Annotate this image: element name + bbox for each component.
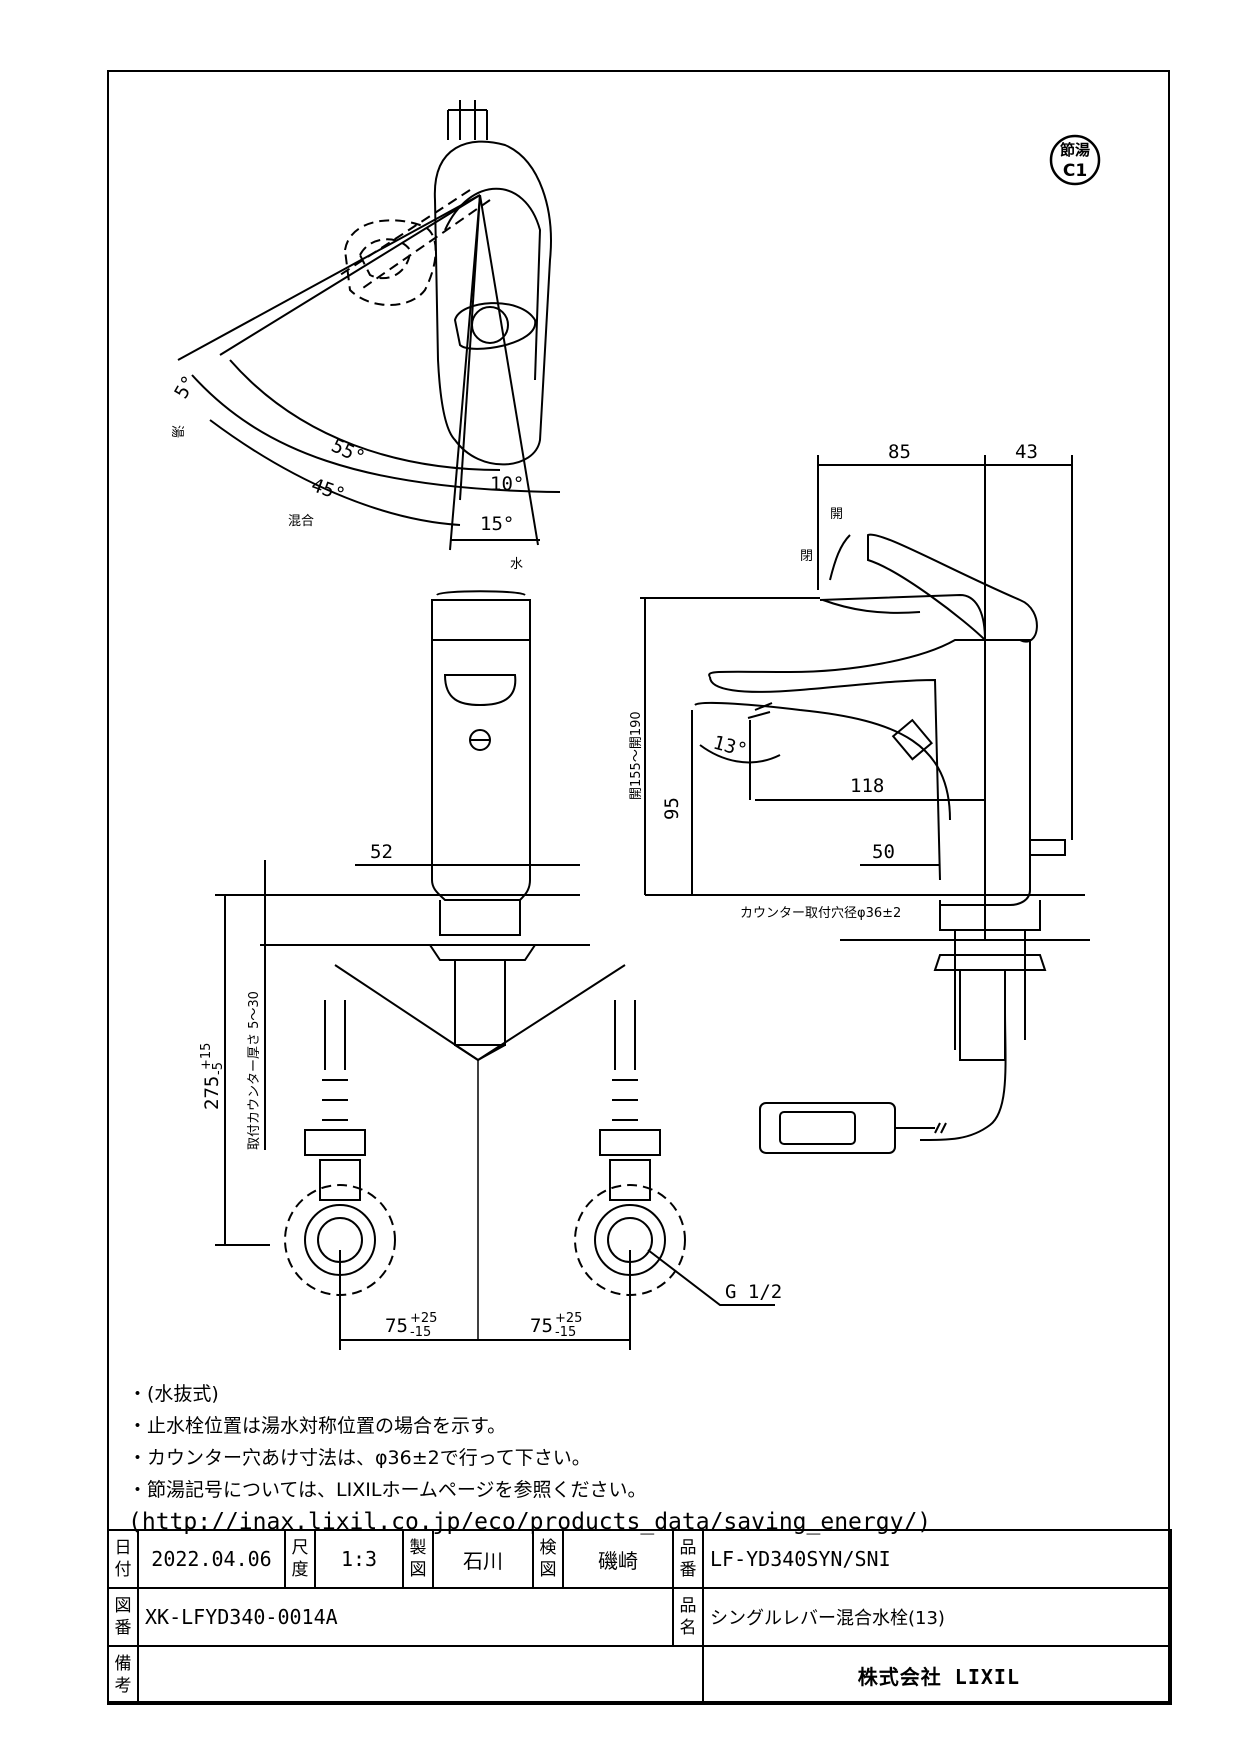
svg-text:95: 95 xyxy=(661,797,683,820)
title-block: 日付 2022.04.06 尺度 1:3 製図 石川 検図 磯崎 品番 LF-Y… xyxy=(107,1529,1172,1705)
svg-text:G 1/2: G 1/2 xyxy=(725,1281,782,1303)
svg-text:-15: -15 xyxy=(410,1325,431,1340)
part-no-value: LF-YD340SYN/SNI xyxy=(702,1529,1172,1589)
drawing-no-value: XK-LFYD340-0014A xyxy=(137,1587,674,1647)
svg-text:13°: 13° xyxy=(711,732,750,762)
date-value: 2022.04.06 xyxy=(137,1529,286,1589)
top-view: 5° 55° 45° 10° 15° 湯 混合 水 xyxy=(169,100,561,572)
svg-text:節湯: 節湯 xyxy=(1060,141,1090,159)
note-line: ・カウンター穴あけ寸法は、φ36±2で行って下さい。 xyxy=(128,1447,591,1469)
svg-text:275: 275 xyxy=(201,1076,223,1110)
svg-text:混合: 混合 xyxy=(288,514,314,529)
side-view: 85 43 開155～開190 95 13° 11 xyxy=(629,441,1090,1154)
front-view: 52 275 +15 -5 取付カウンター厚さ 5～30 75 +25 -15 … xyxy=(199,590,782,1350)
note-line: ・(水抜式) xyxy=(128,1383,219,1405)
drawn-label: 製図 xyxy=(402,1529,434,1589)
svg-text:43: 43 xyxy=(1015,441,1038,463)
svg-text:15°: 15° xyxy=(480,513,514,535)
svg-text:75: 75 xyxy=(385,1315,408,1337)
svg-text:取付カウンター厚さ 5～30: 取付カウンター厚さ 5～30 xyxy=(247,991,262,1150)
remarks-value xyxy=(137,1645,704,1705)
drawn-by: 石川 xyxy=(432,1529,534,1589)
svg-text:開155～開190: 開155～開190 xyxy=(629,711,644,800)
scale-label: 尺度 xyxy=(284,1529,316,1589)
checked-label: 検図 xyxy=(532,1529,564,1589)
svg-text:C1: C1 xyxy=(1063,161,1087,181)
date-label: 日付 xyxy=(107,1529,139,1589)
svg-text:10°: 10° xyxy=(490,473,524,495)
checked-by: 磯崎 xyxy=(562,1529,674,1589)
svg-text:75: 75 xyxy=(530,1315,553,1337)
svg-text:52: 52 xyxy=(370,841,393,863)
svg-text:開: 開 xyxy=(830,507,843,522)
remarks-label: 備考 xyxy=(107,1645,139,1705)
svg-text:85: 85 xyxy=(888,441,911,463)
part-no-label: 品番 xyxy=(672,1529,704,1589)
note-line: ・止水栓位置は湯水対称位置の場合を示す。 xyxy=(128,1415,507,1437)
note-line: ・節湯記号については、LIXILホームページを参照ください。 xyxy=(128,1479,647,1501)
svg-text:45°: 45° xyxy=(308,474,348,506)
svg-text:-5: -5 xyxy=(211,1062,226,1075)
svg-text:50: 50 xyxy=(872,841,895,863)
product-name-value: シングルレバー混合水栓(13) xyxy=(702,1587,1172,1647)
drawing-no-label: 図番 xyxy=(107,1587,139,1647)
svg-text:+15: +15 xyxy=(199,1043,214,1070)
svg-text:118: 118 xyxy=(850,775,884,797)
svg-text:閉: 閉 xyxy=(800,549,813,564)
water-saving-badge: 節湯 C1 xyxy=(1049,134,1101,186)
svg-text:水: 水 xyxy=(510,557,523,572)
svg-text:+25: +25 xyxy=(410,1311,437,1326)
svg-text:カウンター取付穴径φ36±2: カウンター取付穴径φ36±2 xyxy=(740,906,901,921)
product-name-label: 品名 xyxy=(672,1587,704,1647)
technical-drawing: 節湯 C1 5° 55° 45° 10° 15° 湯 xyxy=(169,100,1101,1350)
svg-text:+25: +25 xyxy=(555,1311,582,1326)
svg-text:-15: -15 xyxy=(555,1325,576,1340)
drawing-notes: ・(水抜式) ・止水栓位置は湯水対称位置の場合を示す。 ・カウンター穴あけ寸法は… xyxy=(128,1378,1028,1538)
scale-value: 1:3 xyxy=(314,1529,404,1589)
company-logo: 株式会社 LIXIL xyxy=(702,1645,1172,1705)
svg-text:湯: 湯 xyxy=(169,425,184,438)
svg-text:5°: 5° xyxy=(170,372,200,403)
